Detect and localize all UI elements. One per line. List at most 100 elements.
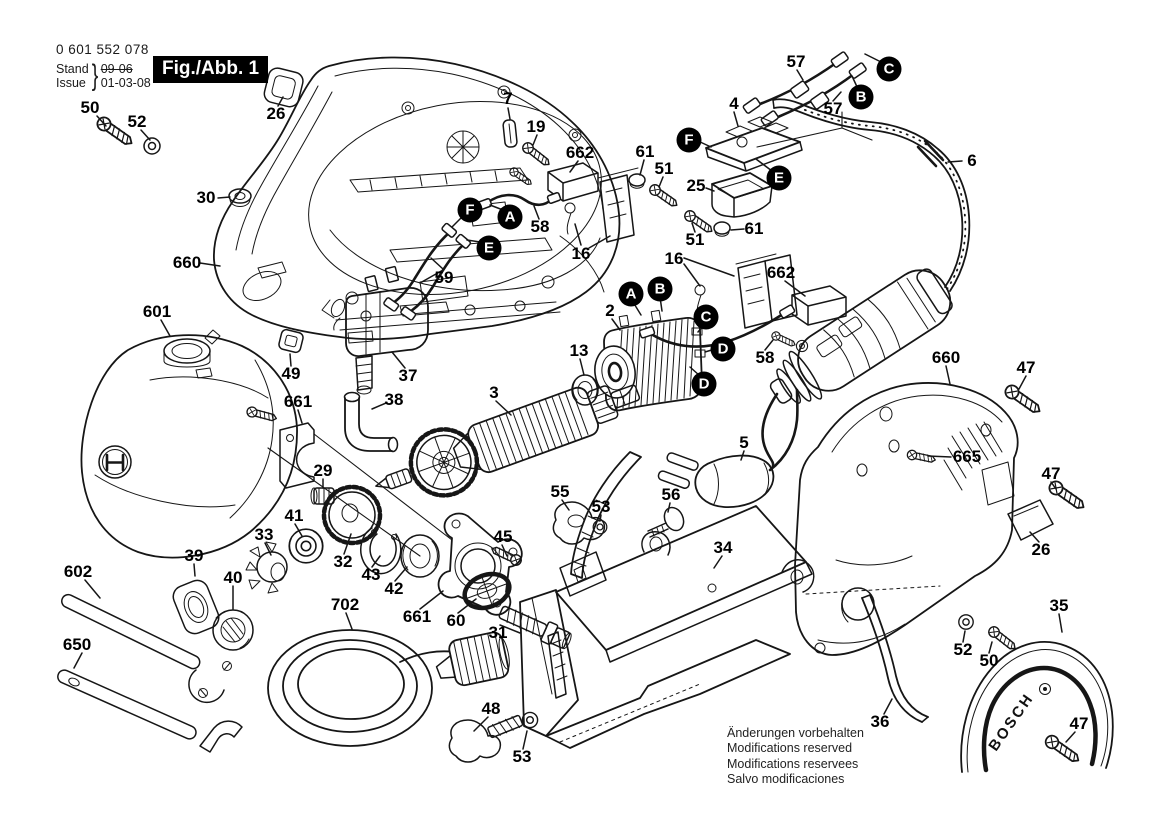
callout-57: 57 (823, 99, 843, 118)
open-wrench-650 (57, 669, 243, 753)
note-line: Modifications reserved (727, 741, 853, 756)
callout-36: 36 (870, 712, 890, 731)
callout-60: 60 (446, 611, 466, 630)
callout-661: 661 (402, 607, 432, 626)
document-number: 0 601 552 078 (56, 42, 149, 57)
callout-49: 49 (281, 364, 301, 383)
nut-61-left (628, 173, 646, 189)
callout-61: 61 (744, 219, 764, 238)
solenoid-valve-37 (321, 265, 429, 395)
callout-E: E (766, 165, 792, 191)
callout-16: 16 (571, 244, 591, 263)
armature-3 (375, 384, 641, 498)
callout-19: 19 (526, 117, 546, 136)
callout-662: 662 (565, 143, 595, 162)
terminal-block-4 (705, 111, 873, 172)
callout-C: C (693, 304, 719, 330)
callout-53: 53 (591, 497, 611, 516)
grommet-30 (228, 188, 252, 207)
power-plug-5 (657, 388, 799, 508)
callout-25: 25 (686, 176, 706, 195)
callout-3: 3 (489, 383, 499, 402)
callout-13: 13 (569, 341, 589, 360)
callout-47: 47 (1041, 464, 1061, 483)
previous-date: 09-06 (100, 61, 133, 76)
callout-26: 26 (266, 104, 286, 123)
issue-label: Issue (56, 76, 86, 90)
callout-5: 5 (739, 433, 749, 452)
callout-38: 38 (384, 390, 404, 409)
bosch-emblem (98, 445, 132, 479)
callout-58: 58 (530, 217, 550, 236)
callout-29: 29 (313, 461, 333, 480)
callout-665: 665 (952, 447, 982, 466)
figure-label: Fig./Abb. 1 (153, 56, 269, 83)
callout-52: 52 (127, 112, 147, 131)
note-line: Änderungen vorbehalten (727, 726, 864, 740)
callout-37: 37 (398, 366, 418, 385)
water-tank-601 (80, 329, 298, 559)
callout-51: 51 (654, 159, 674, 178)
callout-662: 662 (766, 263, 796, 282)
callout-7: 7 (503, 89, 513, 108)
callout-A: A (497, 204, 523, 230)
callout-57: 57 (786, 52, 806, 71)
field-stator-2 (594, 309, 706, 412)
water-hose-6 (772, 98, 971, 292)
callout-D: D (710, 336, 736, 362)
flange-nut-40 (212, 609, 254, 651)
callout-53: 53 (512, 747, 532, 766)
cover-plate-26-right (1007, 499, 1054, 541)
callout-601: 601 (142, 302, 172, 321)
callout-661: 661 (283, 392, 313, 411)
callout-B: B (647, 276, 673, 302)
wing-knob-55 (552, 501, 606, 545)
callout-B: B (848, 84, 874, 110)
power-cord (761, 392, 779, 468)
callout-660: 660 (172, 253, 202, 272)
hose-coupling (435, 631, 510, 687)
bevel-gear-33 (245, 541, 288, 594)
revision-brace: } (91, 59, 98, 92)
switch-insert-16-left (564, 167, 639, 243)
leader-lines (73, 53, 1076, 750)
callout-59: 59 (434, 268, 454, 287)
callout-4: 4 (729, 94, 739, 113)
callout-35: 35 (1049, 596, 1069, 615)
callout-33: 33 (254, 525, 274, 544)
callout-52: 52 (953, 640, 973, 659)
callout-43: 43 (361, 565, 381, 584)
callout-26: 26 (1031, 540, 1051, 559)
callout-50: 50 (979, 651, 999, 670)
callout-D: D (691, 371, 717, 397)
callout-47: 47 (1069, 714, 1089, 733)
callout-A: A (618, 281, 644, 307)
housing-right-660 (794, 382, 1019, 656)
callout-602: 602 (63, 562, 93, 581)
callout-F: F (457, 197, 483, 223)
elbow-38 (343, 391, 399, 453)
brush-662-right (791, 285, 847, 326)
wires-57 (742, 51, 867, 127)
pad-49 (278, 328, 304, 354)
clamp-661 (279, 422, 315, 489)
gasket-39 (172, 579, 220, 635)
revision-block: Stand Issue } 09-06 01-03-08 (56, 59, 151, 93)
snap-ring-43 (360, 527, 402, 575)
callout-55: 55 (550, 482, 570, 501)
note-line: Modifications reservees (727, 756, 859, 771)
pin-7 (502, 119, 518, 148)
callout-34: 34 (713, 538, 733, 557)
callout-660: 660 (931, 348, 961, 367)
modification-notes: Änderungen vorbehalten Modifications res… (727, 726, 864, 787)
callout-E: E (476, 235, 502, 261)
callout-2: 2 (605, 301, 615, 320)
callout-32: 32 (333, 552, 353, 571)
callout-51: 51 (685, 230, 705, 249)
callout-58: 58 (755, 348, 775, 367)
guide-strip-36 (861, 594, 929, 723)
callout-C: C (876, 56, 902, 82)
